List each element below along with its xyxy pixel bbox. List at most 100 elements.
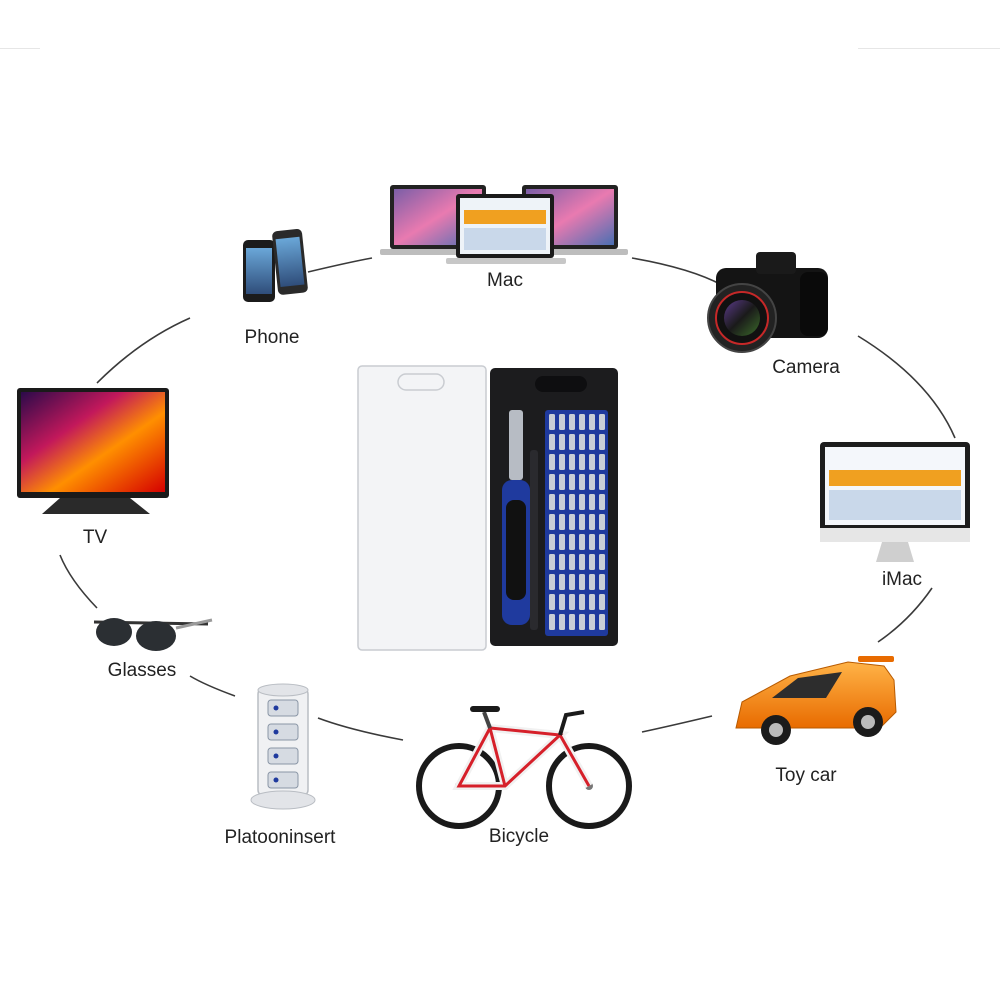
screwdriver-bit xyxy=(599,574,605,590)
screwdriver-bit xyxy=(579,554,585,570)
ring-segment-toycar-bicycle xyxy=(641,715,713,733)
bicycle-wheel-front xyxy=(546,743,632,829)
device-label-imac: iMac xyxy=(882,569,922,590)
laptop-front-banner xyxy=(464,210,546,224)
screwdriver-bit xyxy=(569,474,575,490)
screwdriver-bit xyxy=(549,474,555,490)
screwdriver-bit xyxy=(569,454,575,470)
screwdriver-bit xyxy=(589,474,595,490)
screwdriver-bit xyxy=(549,534,555,550)
tv-stand xyxy=(42,498,150,514)
laptops-icon xyxy=(380,185,628,264)
screwdriver-bit xyxy=(599,434,605,450)
power-socket xyxy=(267,699,299,717)
tv-screen xyxy=(21,392,165,492)
toy-car-spoiler xyxy=(858,656,894,662)
ring-connector-lines xyxy=(59,257,956,741)
screwdriver-bit xyxy=(549,614,555,630)
screwdriver-bit xyxy=(569,494,575,510)
screwdriver-bit xyxy=(569,554,575,570)
extension-rod xyxy=(530,450,538,630)
screwdriver-bit xyxy=(579,574,585,590)
screwdriver-bit xyxy=(549,594,555,610)
ring-segment-camera-imac xyxy=(857,335,956,439)
screwdriver-bit xyxy=(559,474,565,490)
screwdriver-bit xyxy=(599,454,605,470)
device-label-camera: Camera xyxy=(772,357,840,378)
case-lid-hook xyxy=(397,373,445,391)
screwdriver-bit xyxy=(549,454,555,470)
ring-segment-glasses-tv xyxy=(59,554,98,609)
laptop-front-base xyxy=(446,258,566,264)
screwdriver-bit xyxy=(569,534,575,550)
screwdriver-bit xyxy=(579,494,585,510)
screwdriver-bit xyxy=(589,554,595,570)
screwdriver-bit xyxy=(559,574,565,590)
camera-lens-glass xyxy=(724,300,760,336)
ring-segment-mac-camera xyxy=(631,257,723,286)
camera-grip xyxy=(800,272,828,336)
screwdriver-bit xyxy=(549,554,555,570)
glasses-lens-left xyxy=(96,618,132,646)
screwdriver-bit xyxy=(549,574,555,590)
device-label-tv: TV xyxy=(83,527,108,548)
glasses-lens-right xyxy=(136,621,176,651)
tower-sockets xyxy=(267,699,299,789)
screwdriver-bit xyxy=(589,454,595,470)
imac-stand xyxy=(876,542,914,562)
power-socket-indicator xyxy=(273,729,279,735)
screwdriver-bit xyxy=(559,494,565,510)
screwdriver-bit xyxy=(579,614,585,630)
screwdriver-bit xyxy=(589,514,595,530)
tower-base xyxy=(250,790,316,810)
screwdriver-bit xyxy=(599,554,605,570)
screwdriver-bit xyxy=(569,414,575,430)
screwdriver-bit xyxy=(599,414,605,430)
screwdriver-bit xyxy=(569,574,575,590)
imac-screen-banner xyxy=(829,470,961,486)
bicycle-frame xyxy=(452,723,593,790)
sunglasses-icon xyxy=(93,618,213,651)
case-tray-handle xyxy=(535,376,587,392)
screwdriver-bit xyxy=(559,454,565,470)
screwdriver-bit xyxy=(579,434,585,450)
screwdriver-bit xyxy=(569,594,575,610)
screwdriver-bit xyxy=(589,594,595,610)
ring-segment-phone-mac xyxy=(307,257,373,273)
power-socket xyxy=(267,723,299,741)
ring-segment-bicycle-platooninsert xyxy=(317,717,404,741)
screwdriver-bit xyxy=(589,614,595,630)
screwdriver-bit xyxy=(549,414,555,430)
tower-cap xyxy=(257,683,309,697)
screwdriver-bit xyxy=(549,514,555,530)
screwdriver-shaft xyxy=(509,410,523,480)
screwdriver-bit xyxy=(589,434,595,450)
bicycle-saddle xyxy=(470,706,500,712)
tv-icon xyxy=(17,388,169,514)
imac-chin xyxy=(820,528,970,542)
phone-front-screen xyxy=(246,248,272,294)
bicycle-seat-post xyxy=(482,711,492,729)
precision-screwdriver-set-icon xyxy=(357,365,618,651)
screwdriver-bit xyxy=(569,434,575,450)
screwdriver-bit xyxy=(559,554,565,570)
device-label-glasses: Glasses xyxy=(108,660,177,681)
power-strip-tower-icon xyxy=(250,683,316,810)
imac-screen-content xyxy=(829,490,961,520)
power-socket-indicator xyxy=(273,777,279,783)
screwdriver-bit xyxy=(599,474,605,490)
bit-grid xyxy=(549,414,605,630)
screwdriver-bit xyxy=(579,474,585,490)
toy-car-rim-rear xyxy=(861,715,875,729)
ring-segment-imac-toycar xyxy=(877,587,933,643)
power-socket xyxy=(267,771,299,789)
screwdriver-grip xyxy=(506,500,526,600)
laptop-front-content xyxy=(464,228,546,250)
top-divider-right xyxy=(858,48,1000,49)
screwdriver-bit xyxy=(589,574,595,590)
bicycle-handlebar xyxy=(558,710,585,736)
screwdriver-bit xyxy=(549,494,555,510)
ring-segment-platooninsert-glasses xyxy=(189,675,236,697)
screwdriver-bit xyxy=(579,514,585,530)
screwdriver-bit xyxy=(599,514,605,530)
